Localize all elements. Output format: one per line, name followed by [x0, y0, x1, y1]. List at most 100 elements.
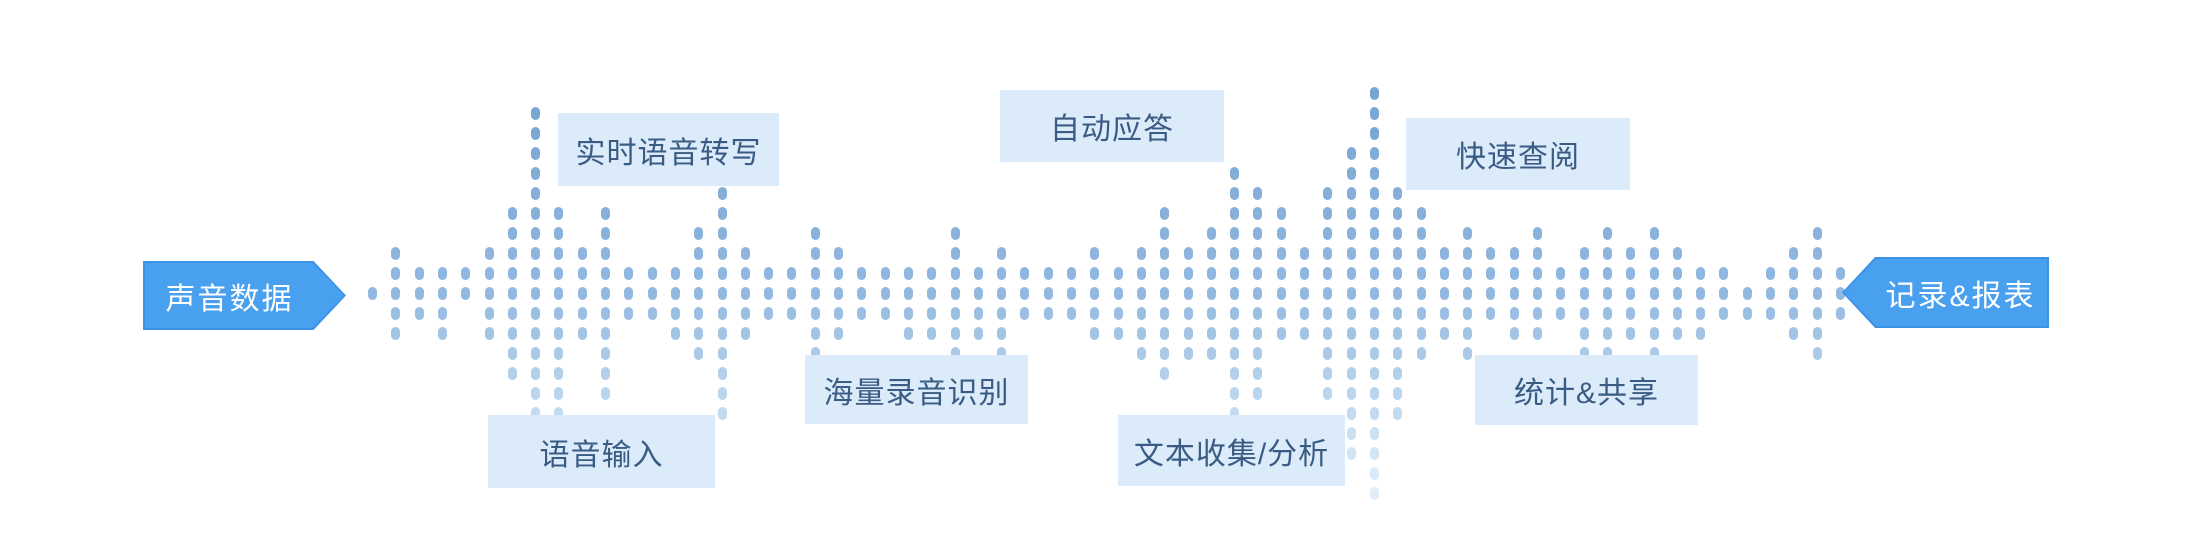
waveform-dot: [973, 306, 983, 320]
waveform-dot: [531, 406, 541, 420]
feature-label-text-collection-analysis: 文本收集/分析: [1118, 415, 1345, 486]
waveform-dot: [1020, 266, 1030, 280]
waveform-dot: [740, 266, 750, 280]
waveform-dot: [1323, 286, 1333, 300]
waveform-dot: [1463, 226, 1473, 240]
waveform-dot: [1393, 366, 1403, 380]
waveform-dot: [1253, 286, 1263, 300]
waveform-dot: [531, 226, 541, 240]
waveform-dot: [554, 326, 564, 340]
waveform-dot: [437, 266, 447, 280]
waveform-dot: [577, 286, 587, 300]
waveform-dot: [1789, 246, 1799, 260]
waveform-dot: [1136, 306, 1146, 320]
waveform-dot: [1789, 266, 1799, 280]
waveform-dot: [554, 346, 564, 360]
waveform-dot: [694, 266, 704, 280]
waveform-dot: [1323, 326, 1333, 340]
waveform-dot: [1439, 246, 1449, 260]
waveform-dot: [1300, 266, 1309, 280]
feature-label-quick-review: 快速查阅: [1406, 118, 1630, 190]
waveform-dot: [1067, 266, 1076, 280]
waveform-dot: [694, 306, 704, 320]
waveform-dot: [950, 306, 960, 320]
waveform-dot: [903, 286, 913, 300]
waveform-dot: [1626, 326, 1636, 340]
waveform-dot: [1230, 226, 1240, 240]
waveform-dot: [1369, 146, 1379, 160]
waveform-dot: [1789, 306, 1799, 320]
waveform-dot: [717, 406, 727, 420]
waveform-dot: [647, 286, 657, 300]
waveform-dot: [1206, 326, 1216, 340]
waveform-dot: [1369, 346, 1379, 360]
waveform-dot: [1416, 326, 1426, 340]
waveform-dot: [1649, 246, 1659, 260]
waveform-dot: [1253, 186, 1263, 200]
waveform-dot: [1300, 246, 1309, 260]
waveform-dot: [368, 286, 377, 300]
waveform-dot: [810, 346, 820, 360]
waveform-dot: [1416, 266, 1426, 280]
waveform-dot: [554, 386, 564, 400]
waveform-dot: [1276, 206, 1286, 220]
waveform-dot: [1160, 266, 1170, 280]
feature-label-text: 统计&共享: [1513, 377, 1659, 410]
waveform-dot: [1533, 246, 1542, 260]
waveform-dot: [717, 206, 727, 220]
waveform-dot: [1230, 266, 1240, 280]
waveform-dot: [834, 286, 843, 300]
waveform-dot: [1230, 306, 1240, 320]
waveform-dot: [1533, 266, 1542, 280]
waveform-dot: [1533, 306, 1542, 320]
waveform-dot: [997, 246, 1007, 260]
waveform-dot: [834, 246, 843, 260]
waveform-dot: [1602, 226, 1612, 240]
waveform-dot: [997, 326, 1007, 340]
waveform-dot: [601, 206, 610, 220]
waveform-dot: [1276, 326, 1286, 340]
waveform-dot: [577, 306, 587, 320]
waveform-dot: [950, 246, 960, 260]
waveform-dot: [601, 286, 610, 300]
waveform-dot: [1113, 286, 1123, 300]
waveform-dot: [1206, 246, 1216, 260]
waveform-dot: [1835, 286, 1845, 300]
waveform-dot: [1602, 286, 1612, 300]
waveform-dot: [554, 266, 564, 280]
waveform-dot: [1766, 286, 1775, 300]
waveform-dot: [694, 246, 704, 260]
waveform-dot: [1696, 306, 1706, 320]
waveform-dot: [1160, 206, 1170, 220]
waveform-dot: [1183, 246, 1193, 260]
waveform-dot: [903, 326, 913, 340]
waveform-dot: [1486, 246, 1496, 260]
waveform-dot: [1463, 326, 1473, 340]
waveform-dot: [391, 326, 401, 340]
waveform-dot: [1230, 366, 1240, 380]
waveform-dot: [1346, 346, 1356, 360]
waveform-dot: [740, 306, 750, 320]
feature-label-text: 自动应答: [1050, 113, 1174, 146]
waveform-dot: [1416, 206, 1426, 220]
waveform-dot: [531, 266, 541, 280]
waveform-dot: [927, 286, 937, 300]
waveform-dot: [507, 266, 517, 280]
waveform-dot: [1253, 206, 1263, 220]
waveform-dot: [1183, 266, 1193, 280]
waveform-dot: [1253, 266, 1263, 280]
waveform-dot: [1672, 326, 1682, 340]
waveform-dot: [554, 246, 564, 260]
waveform-dot: [810, 326, 820, 340]
waveform-dot: [1393, 186, 1403, 200]
waveform-dot: [764, 306, 774, 320]
waveform-dot: [554, 306, 564, 320]
waveform-dot: [857, 306, 867, 320]
waveform-dot: [1812, 286, 1822, 300]
waveform-dot: [1230, 286, 1240, 300]
waveform-dot: [1579, 346, 1589, 360]
waveform-dot: [1369, 86, 1379, 100]
waveform-dot: [1369, 406, 1379, 420]
feature-label-mass-recording-recognition: 海量录音识别: [805, 355, 1028, 424]
